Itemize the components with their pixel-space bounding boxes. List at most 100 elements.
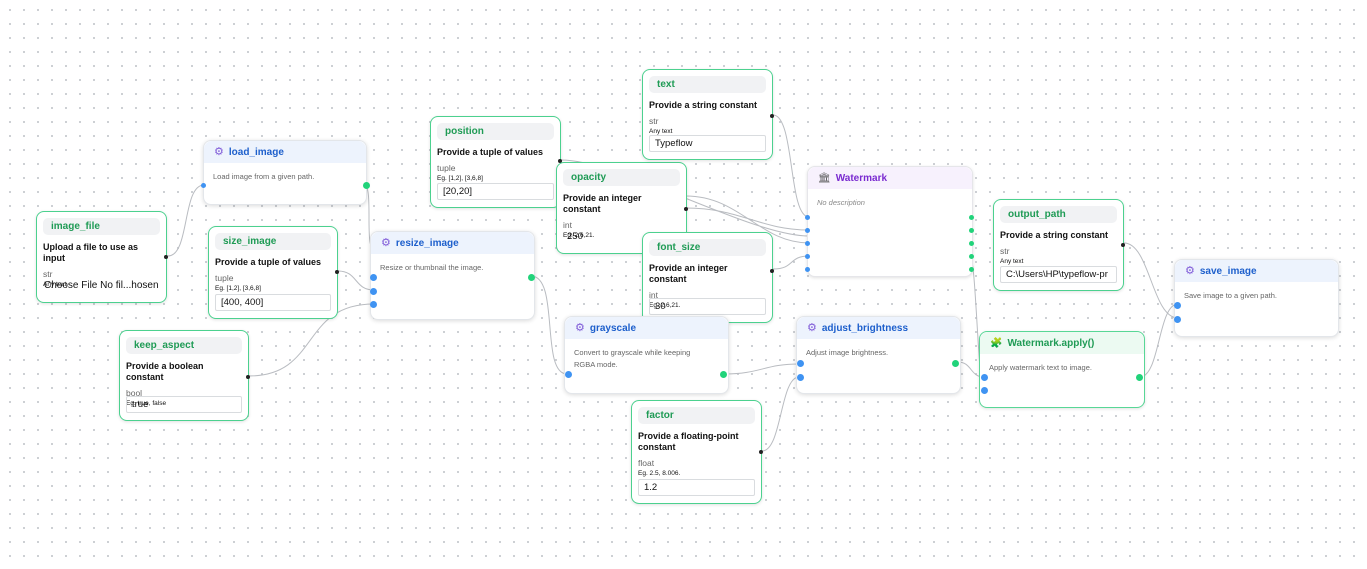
- output-port[interactable]: [528, 274, 535, 281]
- output-port[interactable]: [684, 207, 688, 211]
- input-port[interactable]: [797, 374, 804, 381]
- image-file-node[interactable]: image_file Upload a file to use as input…: [36, 211, 168, 303]
- input-port[interactable]: [981, 387, 988, 394]
- node-title: save_image: [1199, 265, 1257, 277]
- node-hint: Eg. [1,2], [3,6,8]: [437, 175, 483, 182]
- node-description: Convert to grayscale while keeping RGBA …: [574, 348, 691, 369]
- output-port[interactable]: [969, 254, 974, 259]
- node-description: No description: [817, 198, 865, 207]
- output-port[interactable]: [969, 215, 974, 220]
- node-title: Provide a tuple of values: [437, 147, 544, 157]
- node-type: tuple: [215, 273, 234, 283]
- node-title: Provide an integer constant: [563, 193, 642, 214]
- output-port[interactable]: [246, 375, 250, 379]
- gear-icon: ⚙: [214, 145, 224, 158]
- value-input[interactable]: 1.2: [638, 479, 755, 496]
- node-type: int: [649, 290, 658, 300]
- input-port[interactable]: [797, 360, 804, 367]
- output-port[interactable]: [164, 255, 168, 259]
- size-image-node[interactable]: size_image Provide a tuple of values tup…: [208, 226, 339, 319]
- node-type: float: [638, 458, 655, 468]
- node-title: Provide a tuple of values: [215, 257, 322, 267]
- node-hint: Eg. 2,6,21.: [563, 232, 595, 239]
- factor-node[interactable]: factor Provide a floating-point constant…: [631, 400, 763, 504]
- resize-image-node[interactable]: ⚙ resize_image Resize or thumbnail the i…: [370, 231, 535, 320]
- node-title: Watermark: [835, 172, 888, 184]
- input-port[interactable]: [370, 301, 377, 308]
- node-description: Load image from a given path.: [213, 172, 315, 181]
- bank-icon: 🏛: [818, 172, 831, 184]
- file-input[interactable]: Choose File No fil...hosen: [44, 280, 159, 291]
- node-type: str: [43, 269, 53, 279]
- output-port[interactable]: [770, 269, 774, 273]
- output-port[interactable]: [363, 182, 370, 189]
- input-port[interactable]: [981, 374, 988, 381]
- node-description: Save image to a given path.: [1184, 291, 1277, 300]
- font-size-node[interactable]: font_size Provide an integer constant in…: [642, 232, 774, 323]
- output-port[interactable]: [969, 228, 974, 233]
- node-description: Adjust image brightness.: [806, 348, 889, 357]
- gear-icon: ⚙: [575, 321, 585, 334]
- node-type: int: [563, 220, 572, 230]
- grayscale-node[interactable]: ⚙ grayscale Convert to grayscale while k…: [564, 316, 729, 394]
- input-port[interactable]: [370, 288, 377, 295]
- node-title: Upload a file to use as input: [43, 242, 139, 263]
- save-image-node[interactable]: ⚙ save_image Save image to a given path.: [1174, 259, 1339, 337]
- text-node[interactable]: text Provide a string constant str Any t…: [642, 69, 774, 160]
- node-title: Provide a string constant: [1000, 230, 1109, 240]
- node-title: Provide an integer constant: [649, 263, 728, 284]
- node-tag: output_path: [1000, 206, 1117, 223]
- node-description: Resize or thumbnail the image.: [380, 263, 484, 272]
- node-type: tuple: [437, 163, 456, 173]
- gear-icon: ⚙: [807, 321, 817, 334]
- value-input[interactable]: [20,20]: [437, 183, 554, 200]
- output-port[interactable]: [759, 450, 763, 454]
- output-port[interactable]: [335, 270, 339, 274]
- value-input[interactable]: true: [126, 396, 242, 413]
- output-path-node[interactable]: output_path Provide a string constant st…: [993, 199, 1125, 291]
- node-title: Provide a string constant: [649, 100, 758, 110]
- output-port[interactable]: [558, 159, 562, 163]
- output-port[interactable]: [720, 371, 727, 378]
- node-tag: keep_aspect: [126, 337, 242, 354]
- watermark-apply-node[interactable]: 🧩 Watermark.apply() Apply watermark text…: [979, 331, 1145, 408]
- position-node[interactable]: position Provide a tuple of values tuple…: [430, 116, 562, 208]
- node-title: Provide a boolean constant: [126, 361, 204, 382]
- output-port[interactable]: [770, 114, 774, 118]
- input-port[interactable]: [805, 254, 810, 259]
- load-image-node[interactable]: ⚙ load_image Load image from a given pat…: [201, 140, 370, 205]
- watermark-node[interactable]: 🏛 Watermark No description: [805, 166, 974, 277]
- node-type: str: [649, 116, 659, 126]
- input-port[interactable]: [1174, 316, 1181, 323]
- input-port[interactable]: [1174, 302, 1181, 309]
- output-port[interactable]: [1136, 374, 1143, 381]
- adjust-brightness-node[interactable]: ⚙ adjust_brightness Adjust image brightn…: [796, 316, 961, 394]
- output-port[interactable]: [969, 267, 974, 272]
- node-hint: Eg. true, false: [126, 400, 167, 407]
- keep-aspect-node[interactable]: keep_aspect Provide a boolean constant b…: [119, 330, 250, 421]
- value-input[interactable]: Typeflow: [649, 135, 766, 152]
- node-tag: text: [649, 76, 766, 93]
- puzzle-icon: 🧩: [990, 337, 1003, 349]
- value-input[interactable]: 250: [567, 231, 583, 242]
- input-port[interactable]: [805, 215, 810, 220]
- output-port[interactable]: [1121, 243, 1125, 247]
- value-input[interactable]: [400, 400]: [215, 294, 331, 311]
- input-port[interactable]: [370, 274, 377, 281]
- node-title: Watermark.apply(): [1007, 337, 1095, 349]
- node-tag: position: [437, 123, 554, 140]
- value-input[interactable]: 30: [649, 298, 766, 315]
- output-port[interactable]: [969, 241, 974, 246]
- input-port[interactable]: [805, 228, 810, 233]
- input-port[interactable]: [565, 371, 572, 378]
- node-hint: Any text: [43, 281, 67, 288]
- input-port[interactable]: [805, 241, 810, 246]
- node-hint: Eg. 2.5, 8.006.: [638, 470, 681, 477]
- input-port[interactable]: [201, 183, 206, 188]
- node-title: load_image: [228, 146, 284, 158]
- input-port[interactable]: [805, 267, 810, 272]
- node-type: bool: [126, 388, 143, 398]
- output-port[interactable]: [952, 360, 959, 367]
- value-input[interactable]: C:\Users\HP\typeflow-pr: [1000, 266, 1117, 283]
- node-tag: size_image: [215, 233, 331, 250]
